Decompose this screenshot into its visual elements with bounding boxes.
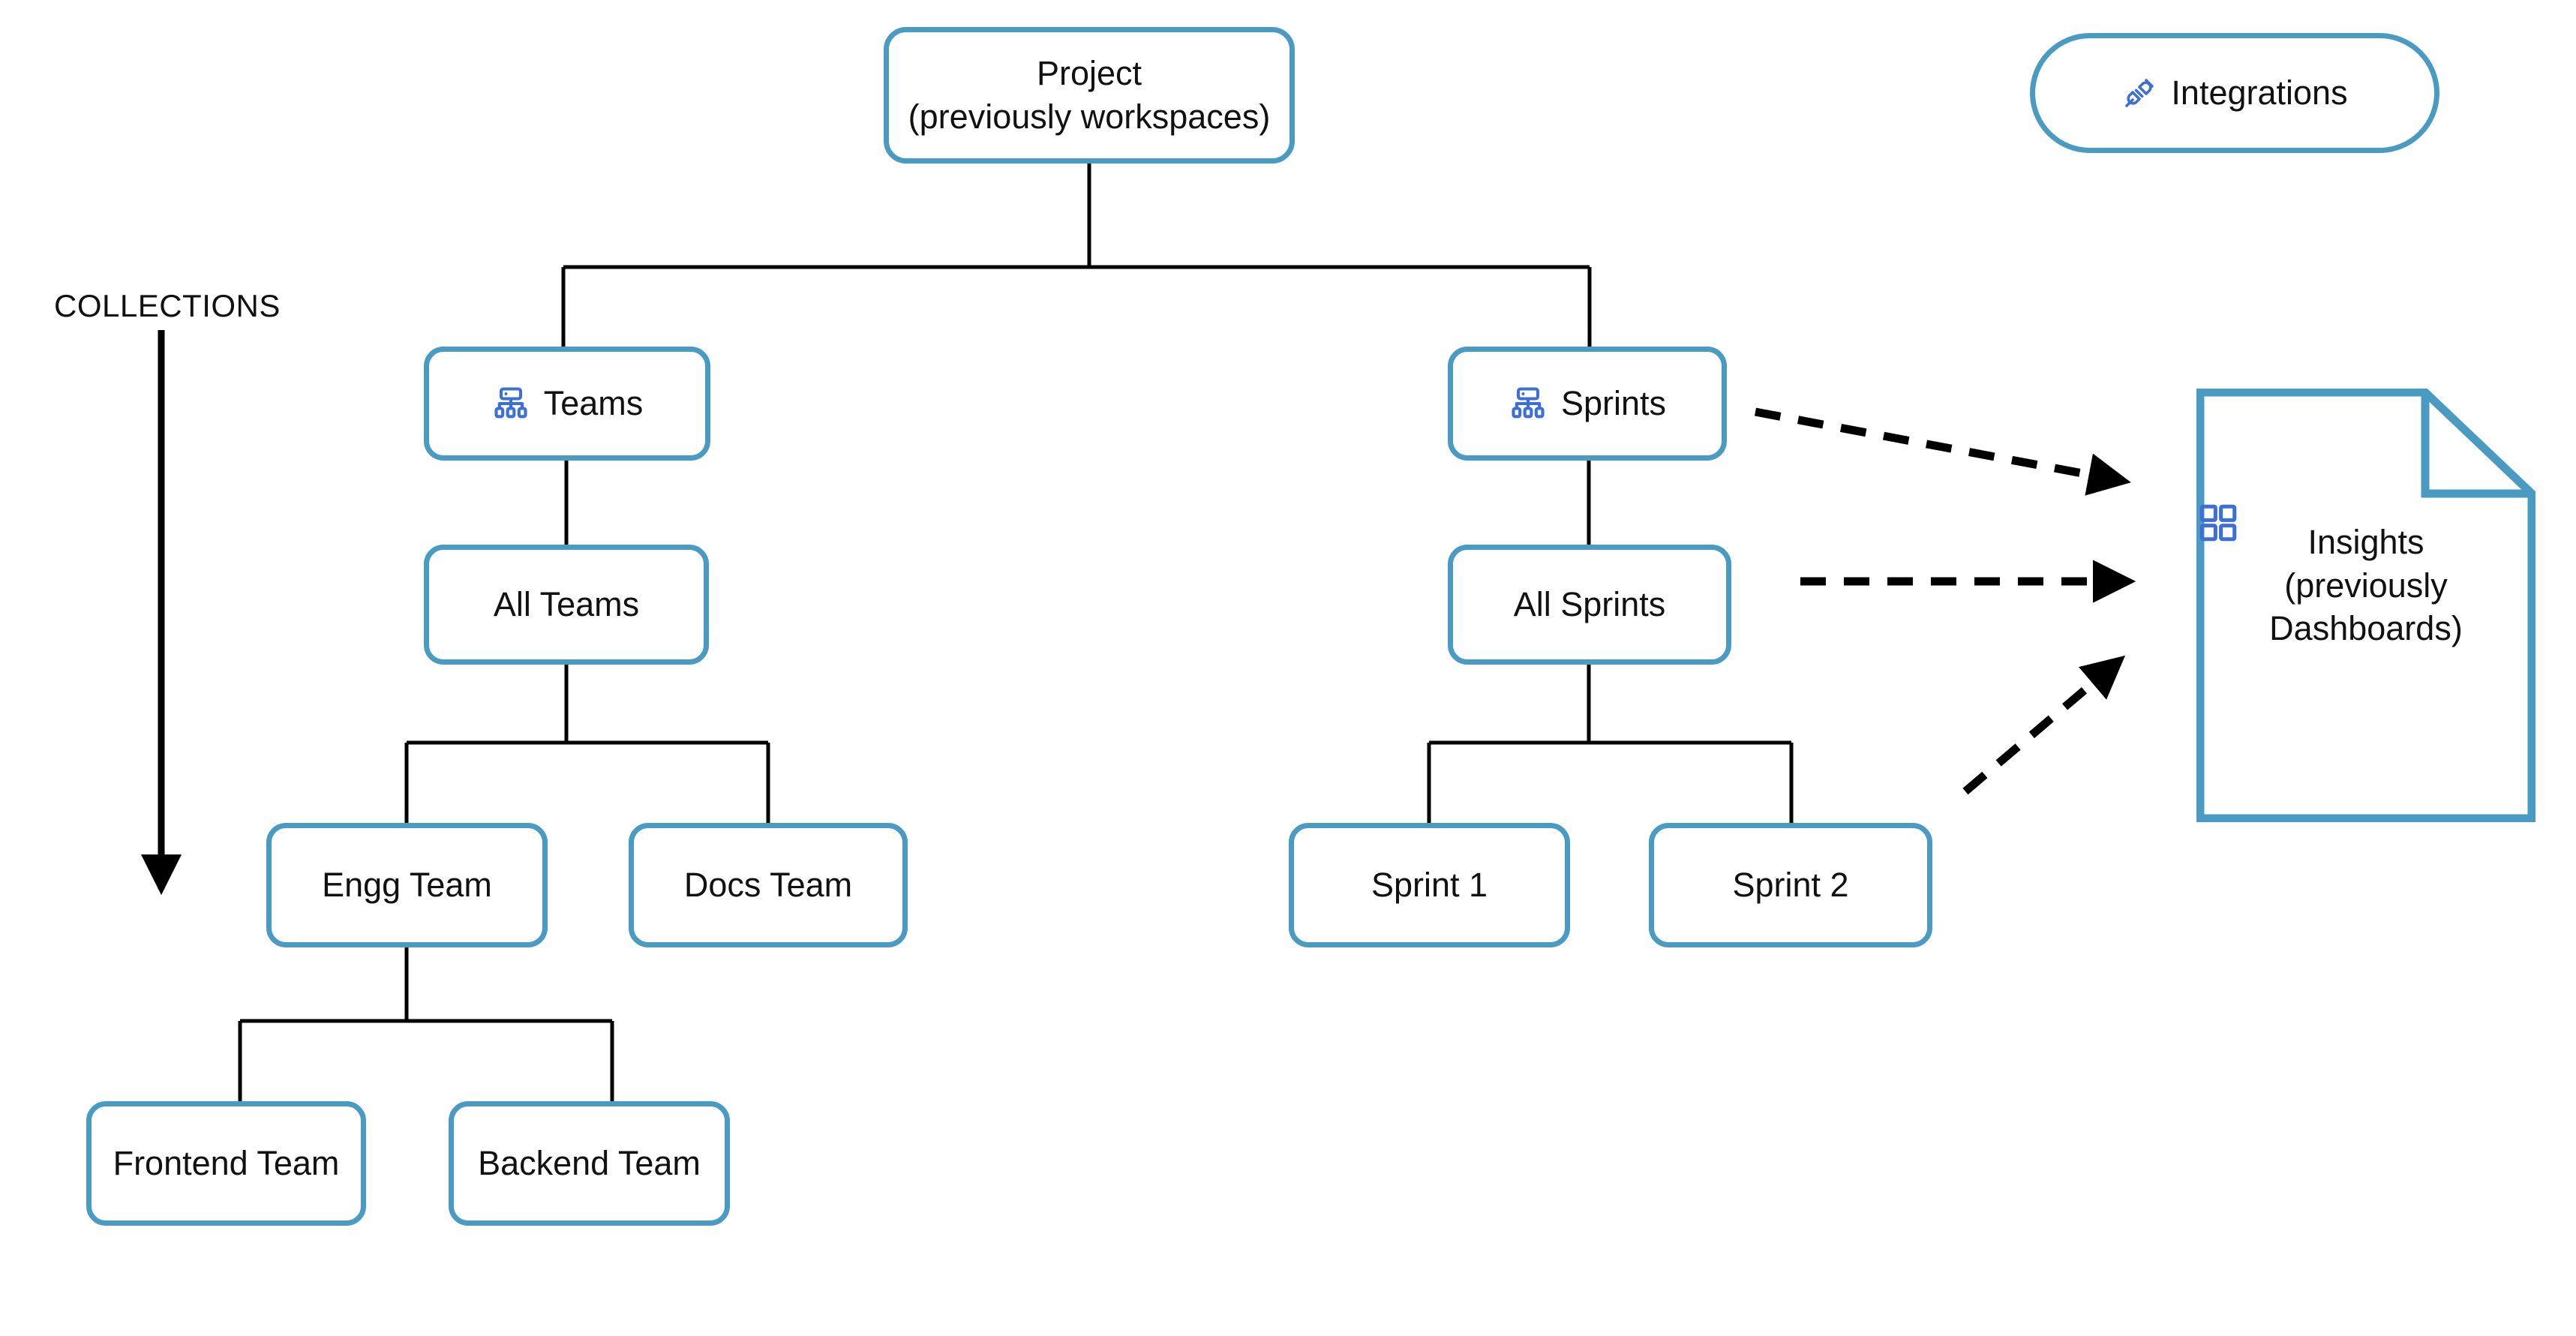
node-frontend-team-label: Frontend Team <box>113 1144 340 1183</box>
node-insights[interactable]: Insights (previously Dashboards) <box>2196 389 2535 822</box>
edge-sprints-to-insights <box>1754 407 2131 496</box>
plug-icon <box>2121 75 2157 111</box>
node-integrations[interactable]: Integrations <box>2030 33 2439 153</box>
node-engg-team-label: Engg Team <box>322 866 492 905</box>
node-teams[interactable]: Teams <box>424 347 710 461</box>
node-backend-team[interactable]: Backend Team <box>449 1101 730 1226</box>
node-sprints-label: Sprints <box>1560 384 1667 423</box>
edge-lower-to-insights <box>1962 655 2126 795</box>
node-integrations-label: Integrations <box>2171 74 2348 113</box>
hierarchy-icon <box>1509 384 1548 423</box>
node-docs-team[interactable]: Docs Team <box>629 823 908 947</box>
node-sprint-2[interactable]: Sprint 2 <box>1649 823 1932 947</box>
node-all-teams[interactable]: All Teams <box>424 545 709 665</box>
node-sprints[interactable]: Sprints <box>1448 347 1727 461</box>
node-all-sprints[interactable]: All Sprints <box>1448 545 1731 665</box>
node-project[interactable]: Project (previously workspaces) <box>884 27 1295 164</box>
node-docs-team-label: Docs Team <box>683 866 853 905</box>
node-backend-team-label: Backend Team <box>478 1144 701 1183</box>
node-teams-label: Teams <box>543 384 644 423</box>
node-all-teams-label: All Teams <box>493 585 640 624</box>
hierarchy-icon <box>491 384 530 423</box>
document-shape-icon <box>2196 389 2535 822</box>
node-engg-team[interactable]: Engg Team <box>266 823 548 947</box>
node-sprint-1-label: Sprint 1 <box>1371 866 1488 905</box>
node-sprint-2-label: Sprint 2 <box>1732 866 1849 905</box>
node-frontend-team[interactable]: Frontend Team <box>86 1101 366 1226</box>
node-project-label: Project (previously workspaces) <box>908 54 1271 136</box>
collections-axis-label: COLLECTIONS <box>54 288 281 323</box>
node-sprint-1[interactable]: Sprint 1 <box>1289 823 1570 947</box>
node-all-sprints-label: All Sprints <box>1513 585 1666 624</box>
node-insights-label: Insights (previously Dashboards) <box>2269 523 2463 648</box>
